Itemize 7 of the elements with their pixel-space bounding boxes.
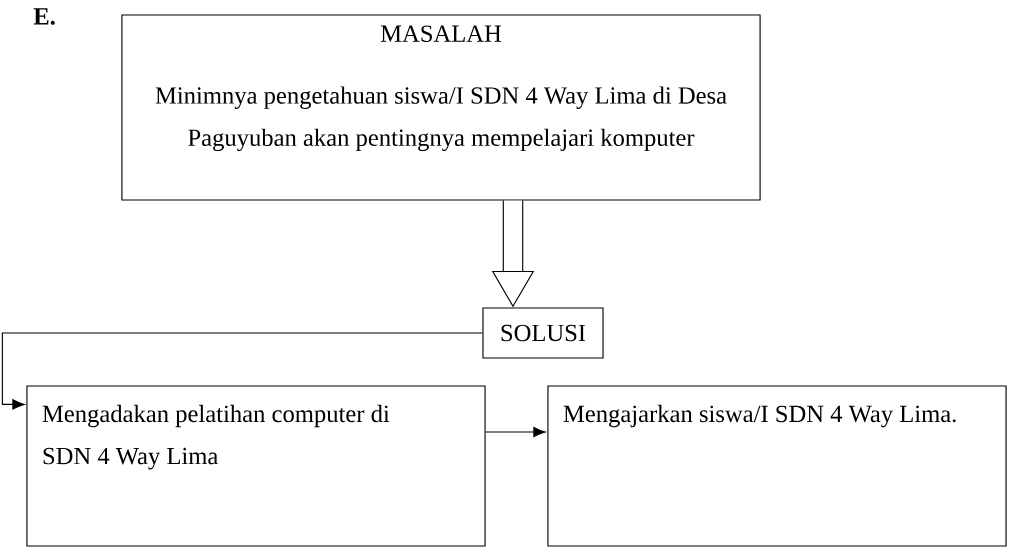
arrow (485, 426, 546, 438)
process-box: Mengadakan pelatihan computer di SDN 4 Way Lima (26, 385, 486, 547)
section-letter: E. (33, 8, 55, 25)
problem-box: MASALAH Minimnya pengetahuan siswa/I SDN 4 Way Lima di Desa Paguyuban akan pentingnya mempelajari komputer (121, 14, 761, 201)
elbow-arrow (1, 332, 483, 410)
solution-box: SOLUSI (482, 307, 604, 359)
process-box: Mengajarkan siswa/I SDN 4 Way Lima. (547, 385, 1007, 547)
